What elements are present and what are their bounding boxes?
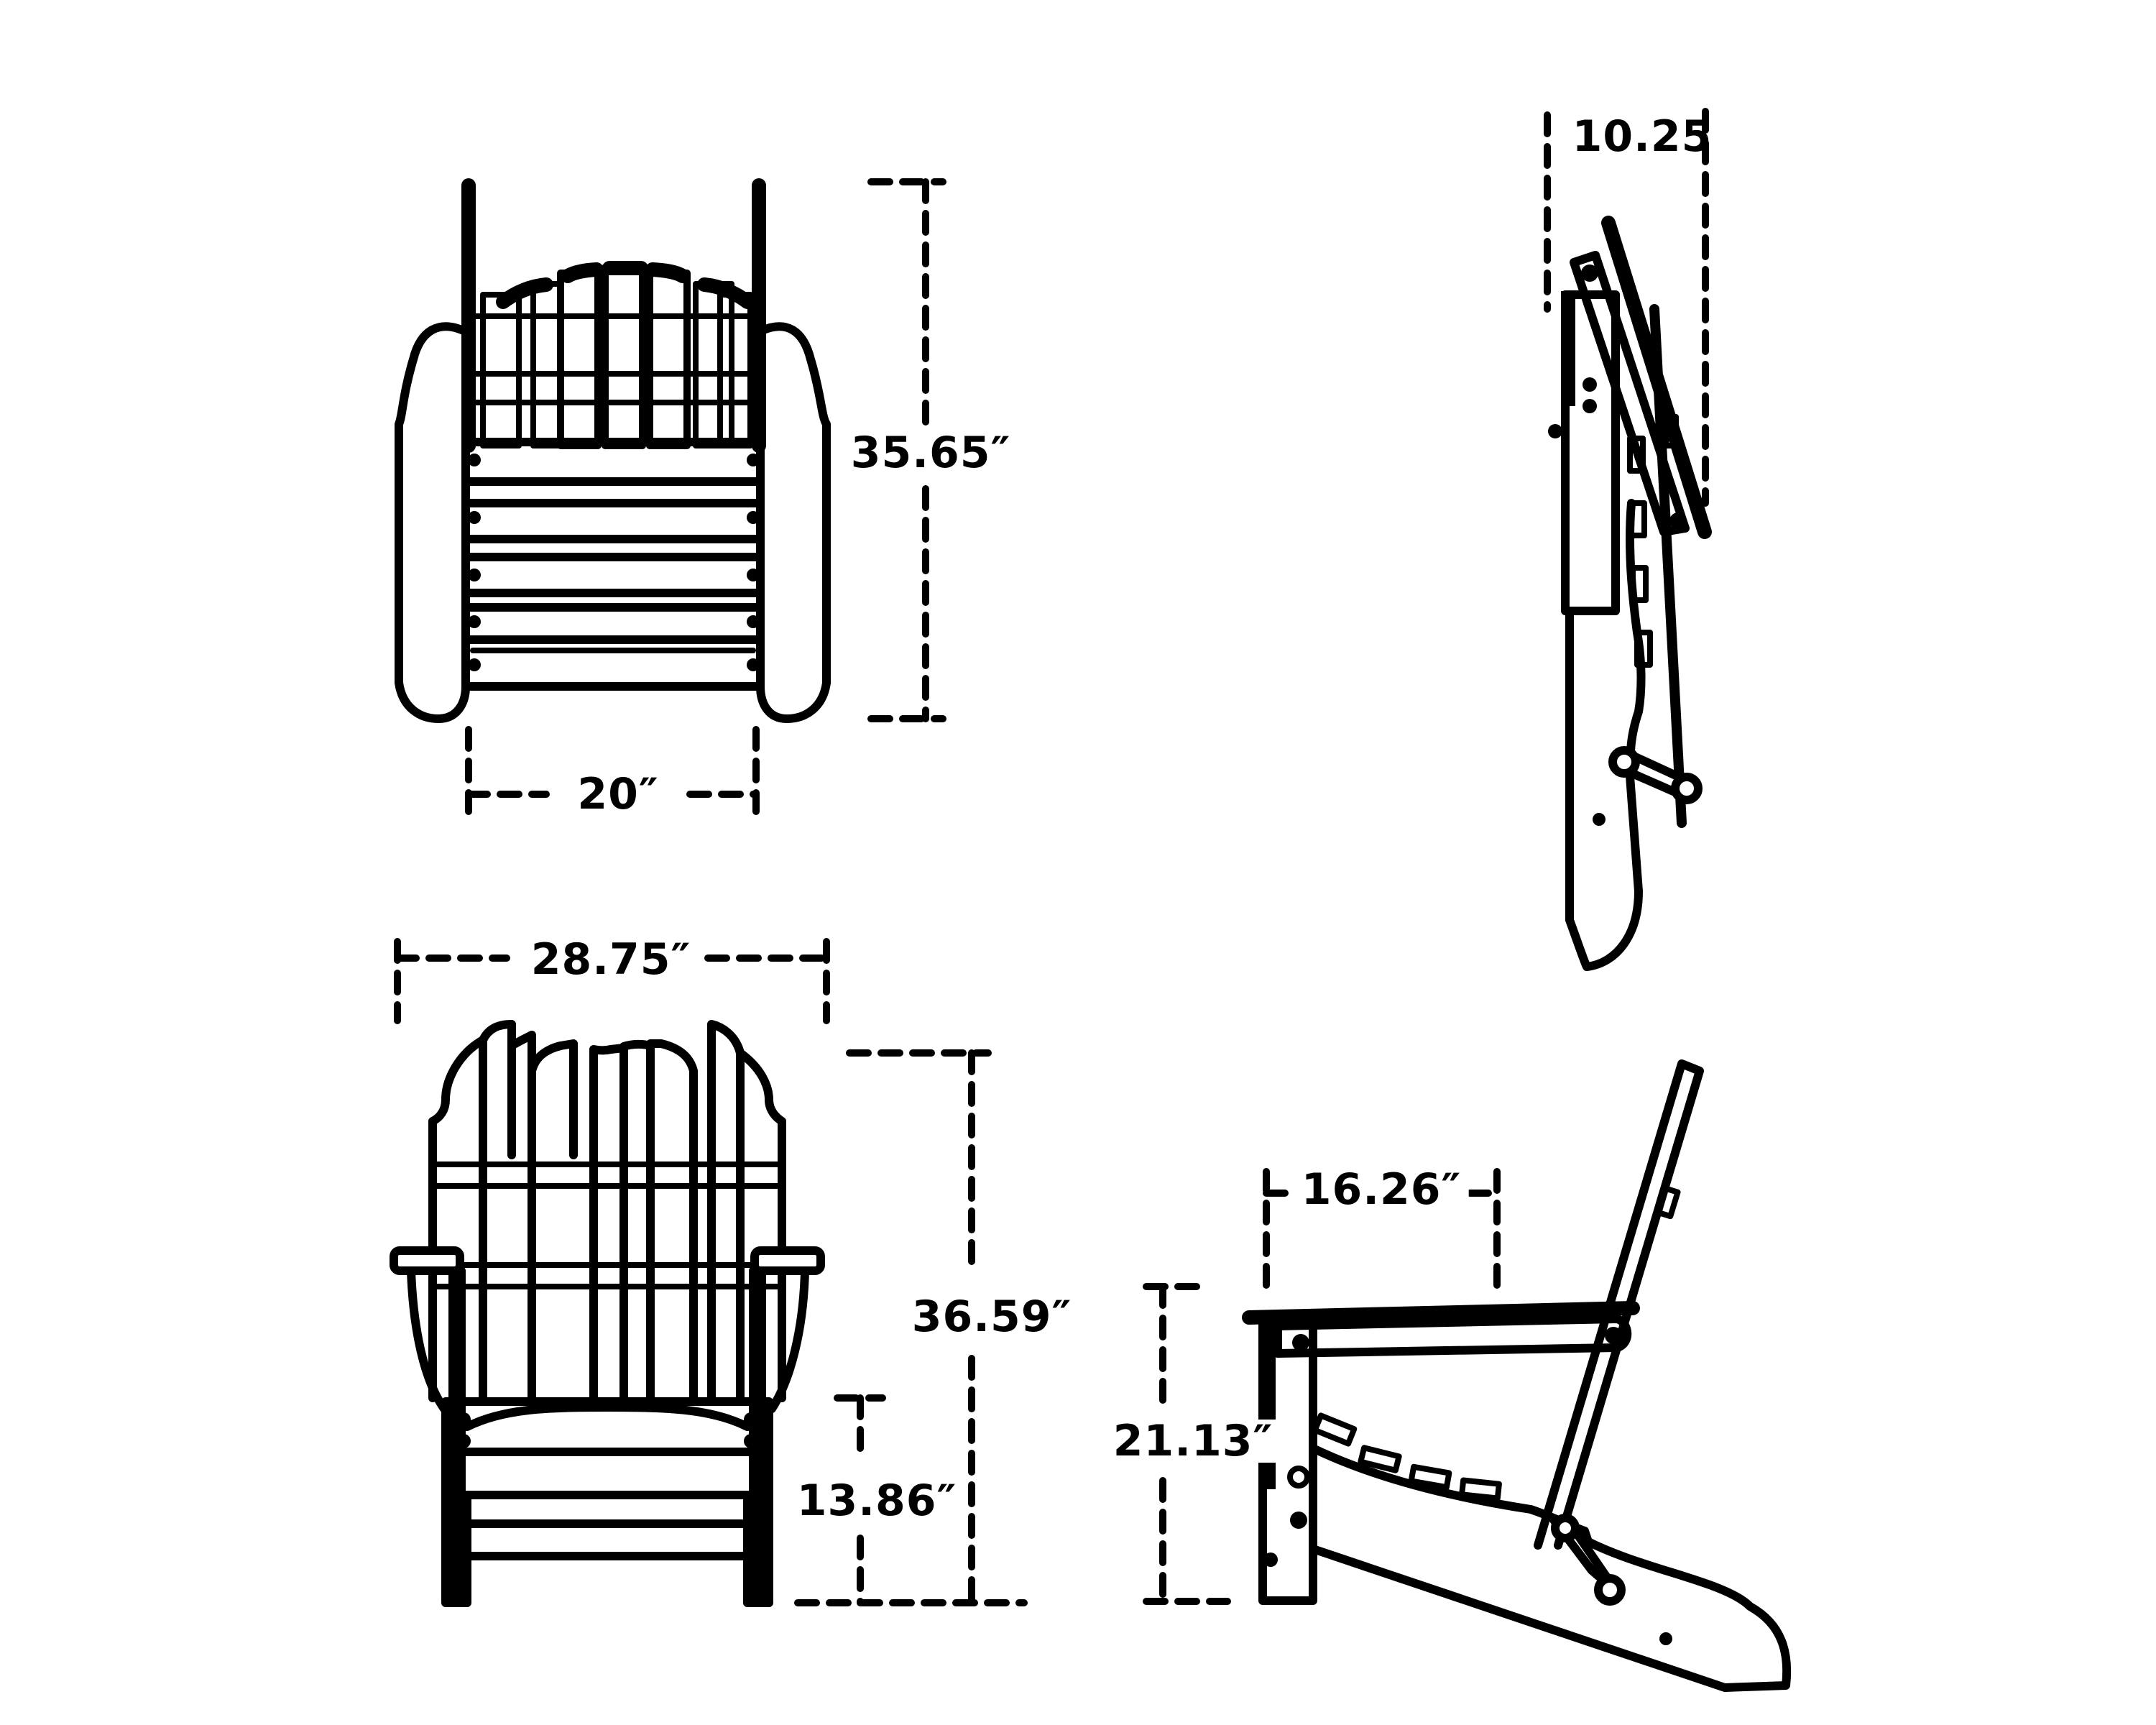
side-rear-support bbox=[1548, 1514, 1626, 1606]
front-back-slats bbox=[428, 1020, 786, 1402]
overall-width-dimension-line bbox=[394, 938, 830, 1024]
front-view-chair bbox=[390, 1020, 825, 1607]
right-armrest bbox=[756, 322, 831, 723]
arm-depth-dimension-line bbox=[1263, 1168, 1501, 1290]
folded-depth-label: 10.25 bbox=[1572, 111, 1713, 162]
overall-height-label: 36.59″ bbox=[904, 1295, 1079, 1338]
folded-depth-dimension-line bbox=[1544, 108, 1709, 507]
front-armrests bbox=[390, 1246, 825, 1413]
arm-height-label: 21.13″ bbox=[1105, 1420, 1281, 1463]
arm-height-dimension-line bbox=[1143, 1283, 1231, 1605]
folded-support-bar bbox=[1608, 746, 1703, 804]
arm-depth-label: 16.26″ bbox=[1294, 1168, 1469, 1211]
overall-width-label: 28.75″ bbox=[523, 938, 699, 981]
folded-side-view-chair bbox=[1548, 216, 1712, 971]
folded-seat-slats bbox=[1627, 436, 1653, 668]
side-runner bbox=[1309, 1444, 1792, 1692]
folded-front-leg bbox=[1561, 290, 1620, 615]
front-seat-and-legs bbox=[441, 1266, 773, 1607]
top-seat-width-dimension-line bbox=[465, 726, 760, 816]
overall-height-dimension-line bbox=[794, 1049, 1028, 1606]
side-view-chair bbox=[1242, 1059, 1792, 1692]
side-armrest bbox=[1242, 1301, 1640, 1325]
top-view-chair bbox=[395, 178, 831, 723]
top-seat-width-label: 20″ bbox=[570, 773, 666, 816]
side-back-rest bbox=[1534, 1059, 1704, 1550]
side-arm-support bbox=[1273, 1315, 1632, 1358]
seat-slats bbox=[461, 438, 765, 671]
side-seat-slats bbox=[1312, 1412, 1502, 1501]
back-slats bbox=[471, 261, 757, 449]
seat-height-label: 13.86″ bbox=[789, 1479, 964, 1522]
seat-height-dimension-line bbox=[834, 1394, 886, 1606]
top-depth-dimension-line bbox=[867, 178, 946, 722]
top-depth-label: 35.65″ bbox=[843, 431, 1018, 474]
left-armrest bbox=[395, 322, 470, 723]
